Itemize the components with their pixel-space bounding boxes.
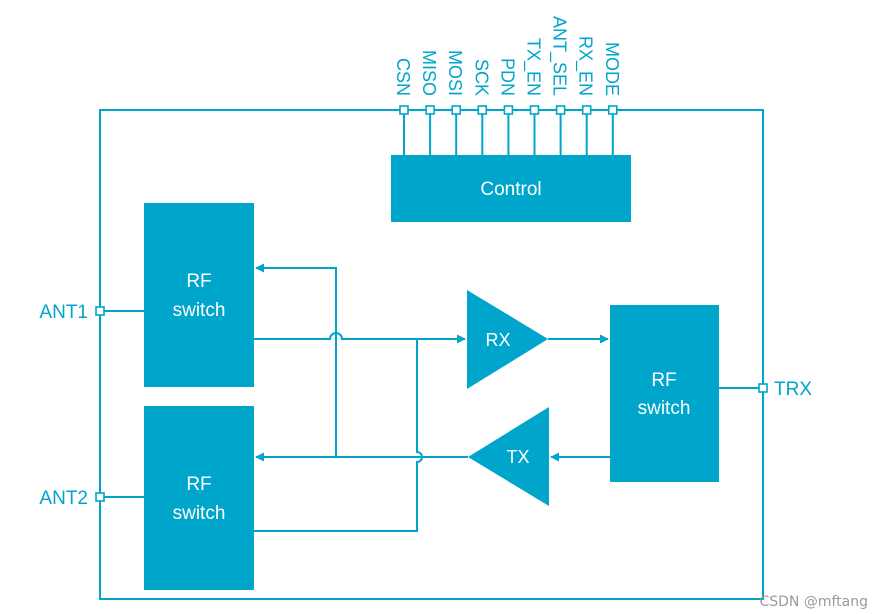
pin-pad-mosi bbox=[451, 105, 462, 115]
ant1-label: ANT1 bbox=[39, 302, 88, 323]
pin-pad-ant-sel bbox=[555, 105, 566, 115]
pin-label-tx-en: TX_EN bbox=[523, 38, 544, 96]
pin-pad-tx-en bbox=[529, 105, 540, 115]
rx-path-branch-bottom bbox=[254, 339, 423, 532]
trx-label: TRX bbox=[774, 379, 812, 400]
pin-label-mosi: MOSI bbox=[445, 50, 465, 96]
pin-pad-csn bbox=[399, 105, 409, 115]
pin-pad-sck bbox=[477, 105, 488, 115]
rf-switch-bottom bbox=[144, 406, 254, 590]
ant1-pad bbox=[95, 306, 105, 316]
pin-label-rx-en: RX_EN bbox=[575, 36, 596, 96]
rf-switch-top-label-line1: RF bbox=[186, 271, 211, 292]
rf-switch-top bbox=[144, 203, 254, 387]
rf-switch-bottom-label-line2: switch bbox=[173, 503, 226, 524]
ant2-label: ANT2 bbox=[39, 488, 88, 509]
pin-label-sck: SCK bbox=[471, 59, 491, 96]
tx-amplifier-label: TX bbox=[506, 447, 529, 467]
watermark: CSDN @mftang bbox=[759, 594, 868, 610]
pin-pad-pdn bbox=[503, 105, 514, 115]
pin-label-csn: CSN bbox=[393, 58, 413, 96]
pin-label-ant-sel: ANT_SEL bbox=[549, 16, 570, 96]
control-block-label: Control bbox=[480, 179, 541, 200]
rf-switch-top-label-line2: switch bbox=[173, 300, 226, 321]
control-block bbox=[391, 155, 631, 222]
pin-label-mode: MODE bbox=[602, 42, 622, 96]
pin-pad-miso bbox=[425, 105, 435, 115]
rx-amplifier-label: RX bbox=[485, 330, 510, 350]
pin-label-pdn: PDN bbox=[497, 58, 517, 96]
rx-amplifier bbox=[467, 290, 548, 389]
pin-pad-rx-en bbox=[581, 105, 592, 115]
ant2-pad bbox=[95, 492, 105, 502]
rf-switch-right-label-line1: RF bbox=[651, 370, 676, 391]
rf-switch-bottom-label-line1: RF bbox=[186, 474, 211, 495]
rf-switch-right bbox=[610, 305, 719, 482]
pin-label-miso: MISO bbox=[419, 50, 439, 96]
tx-amplifier bbox=[468, 407, 549, 506]
rf-switch-right-label-line2: switch bbox=[638, 398, 691, 419]
tx-path-branch-top bbox=[255, 263, 337, 457]
trx-pad bbox=[758, 383, 768, 393]
pin-pad-mode bbox=[607, 105, 618, 115]
